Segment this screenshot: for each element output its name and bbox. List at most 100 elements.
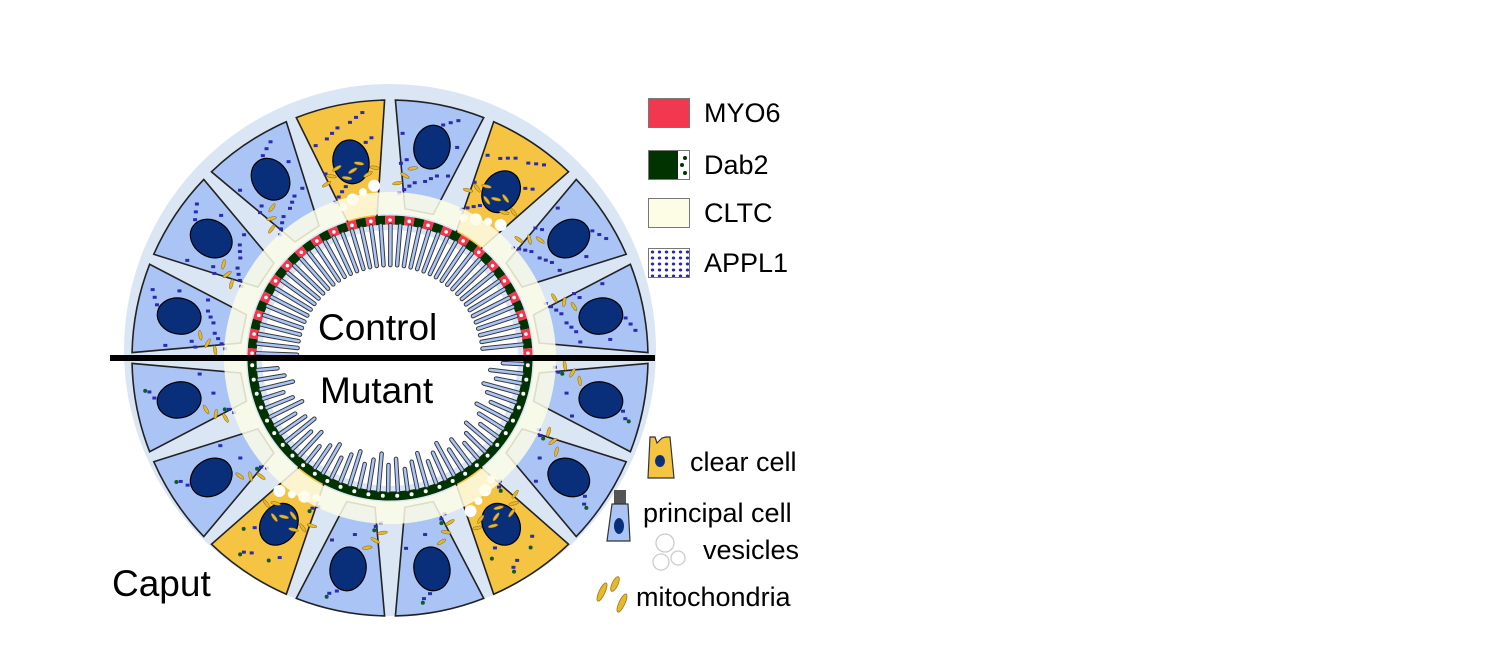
vesicles-icon bbox=[652, 533, 686, 571]
stereocilium-fill bbox=[464, 280, 500, 306]
appl1-dot bbox=[360, 111, 365, 115]
appl1-dot bbox=[604, 237, 609, 241]
stereocilium-fill bbox=[501, 361, 525, 366]
dab2-dot bbox=[560, 371, 565, 376]
appl1-dot bbox=[608, 337, 613, 341]
appl1-dot bbox=[471, 205, 476, 209]
mitochondrion bbox=[222, 413, 229, 423]
mitochondrion bbox=[462, 188, 474, 193]
myo6-dab2-segment bbox=[247, 338, 258, 349]
appl1-dot bbox=[347, 120, 352, 124]
appl1-dot bbox=[163, 343, 168, 347]
mitochondrion bbox=[348, 167, 358, 174]
band-dot bbox=[272, 431, 277, 436]
appl1-dot bbox=[572, 292, 577, 296]
appl1-dot bbox=[235, 266, 240, 270]
dab2-dot bbox=[255, 466, 260, 471]
stereocilium-fill bbox=[468, 288, 506, 312]
appl1-dot bbox=[439, 517, 444, 521]
stereocilium-fill bbox=[451, 258, 481, 291]
appl1-dot bbox=[407, 184, 412, 188]
dab2-dot bbox=[489, 556, 494, 561]
legend-item-appl1: APPL1 bbox=[648, 246, 788, 280]
band-dot bbox=[273, 279, 278, 283]
appl1-dot bbox=[533, 479, 538, 483]
mitochondrion bbox=[377, 530, 388, 535]
appl1-dot bbox=[412, 181, 417, 185]
band-dot bbox=[495, 442, 500, 447]
nucleus bbox=[547, 457, 591, 498]
band-dot bbox=[251, 377, 256, 382]
appl1-dot bbox=[472, 180, 477, 184]
myo6-dab2-segment bbox=[274, 266, 288, 280]
appl1-dot bbox=[398, 161, 403, 165]
mitochondrion bbox=[508, 508, 516, 518]
appl1-dot bbox=[334, 589, 339, 593]
vesicle bbox=[273, 485, 286, 498]
stereocilium-fill bbox=[259, 323, 302, 336]
appl1-dot bbox=[242, 233, 247, 237]
band-dot bbox=[338, 484, 343, 489]
nucleus bbox=[189, 218, 233, 259]
appl1-dot bbox=[310, 506, 315, 510]
myo6-dab2-segment bbox=[264, 282, 277, 296]
appl1-dot bbox=[185, 483, 190, 487]
appl1-dot bbox=[633, 328, 638, 332]
mitochondrion bbox=[204, 338, 211, 348]
appl1-dot bbox=[268, 140, 273, 144]
mitochondrion bbox=[554, 446, 559, 457]
stereocilium-fill bbox=[256, 366, 279, 372]
appl1-dot bbox=[582, 502, 587, 506]
legend-item-dab2: Dab2 bbox=[648, 148, 769, 182]
vesicle bbox=[464, 505, 477, 518]
mitochondrion bbox=[492, 512, 500, 522]
stereocilium-fill bbox=[341, 232, 359, 273]
appl1-dot bbox=[277, 556, 282, 560]
mitochondrion bbox=[570, 301, 578, 312]
nucleus bbox=[156, 381, 202, 419]
mitochondrion bbox=[370, 537, 380, 544]
mitochondrion bbox=[569, 368, 576, 378]
appl1-dot bbox=[569, 325, 574, 329]
myo6-dab2-segment bbox=[287, 252, 301, 266]
mitochondrion bbox=[270, 501, 281, 506]
cltc-swatch bbox=[648, 198, 690, 228]
principal-cell-icon bbox=[606, 490, 631, 542]
appl1-dot bbox=[465, 206, 470, 210]
stereocilium-fill bbox=[431, 451, 447, 481]
appl1-dot bbox=[335, 126, 340, 130]
appl1-dot bbox=[600, 282, 605, 286]
appl1-dot bbox=[448, 121, 453, 125]
mitochondrion bbox=[299, 523, 307, 533]
dab2-dot bbox=[498, 488, 503, 493]
appl1-dot bbox=[584, 255, 589, 259]
stereocilium-fill bbox=[415, 451, 428, 488]
nucleus bbox=[329, 546, 367, 592]
band-dot bbox=[280, 442, 285, 447]
nucleus bbox=[189, 457, 233, 498]
appl1-dot bbox=[537, 456, 542, 460]
stereocilium-fill bbox=[409, 227, 421, 269]
stereocilium-fill bbox=[262, 313, 304, 330]
appl1-dot bbox=[582, 494, 587, 498]
appl1-dot bbox=[324, 137, 329, 141]
mitochondrion bbox=[326, 174, 337, 179]
myo6-swatch bbox=[648, 98, 690, 128]
mitochondrion bbox=[562, 296, 567, 308]
mitochondrion bbox=[222, 271, 232, 278]
dab2-dot bbox=[512, 569, 517, 574]
appl1-dot bbox=[236, 272, 241, 276]
dab2-dot bbox=[307, 509, 312, 514]
band-dot bbox=[350, 223, 354, 228]
band-dot bbox=[463, 471, 468, 476]
nucleus bbox=[413, 546, 451, 592]
mitochondrion bbox=[235, 472, 245, 480]
stereocilium-fill bbox=[445, 251, 474, 287]
dab2-dot bbox=[222, 407, 227, 412]
appl1-dot bbox=[554, 308, 559, 312]
appl1-dot bbox=[178, 479, 183, 483]
band-dot bbox=[512, 295, 516, 300]
band-dot bbox=[388, 218, 392, 222]
dab2-dot bbox=[174, 480, 179, 485]
stereocilium-fill bbox=[300, 257, 330, 290]
